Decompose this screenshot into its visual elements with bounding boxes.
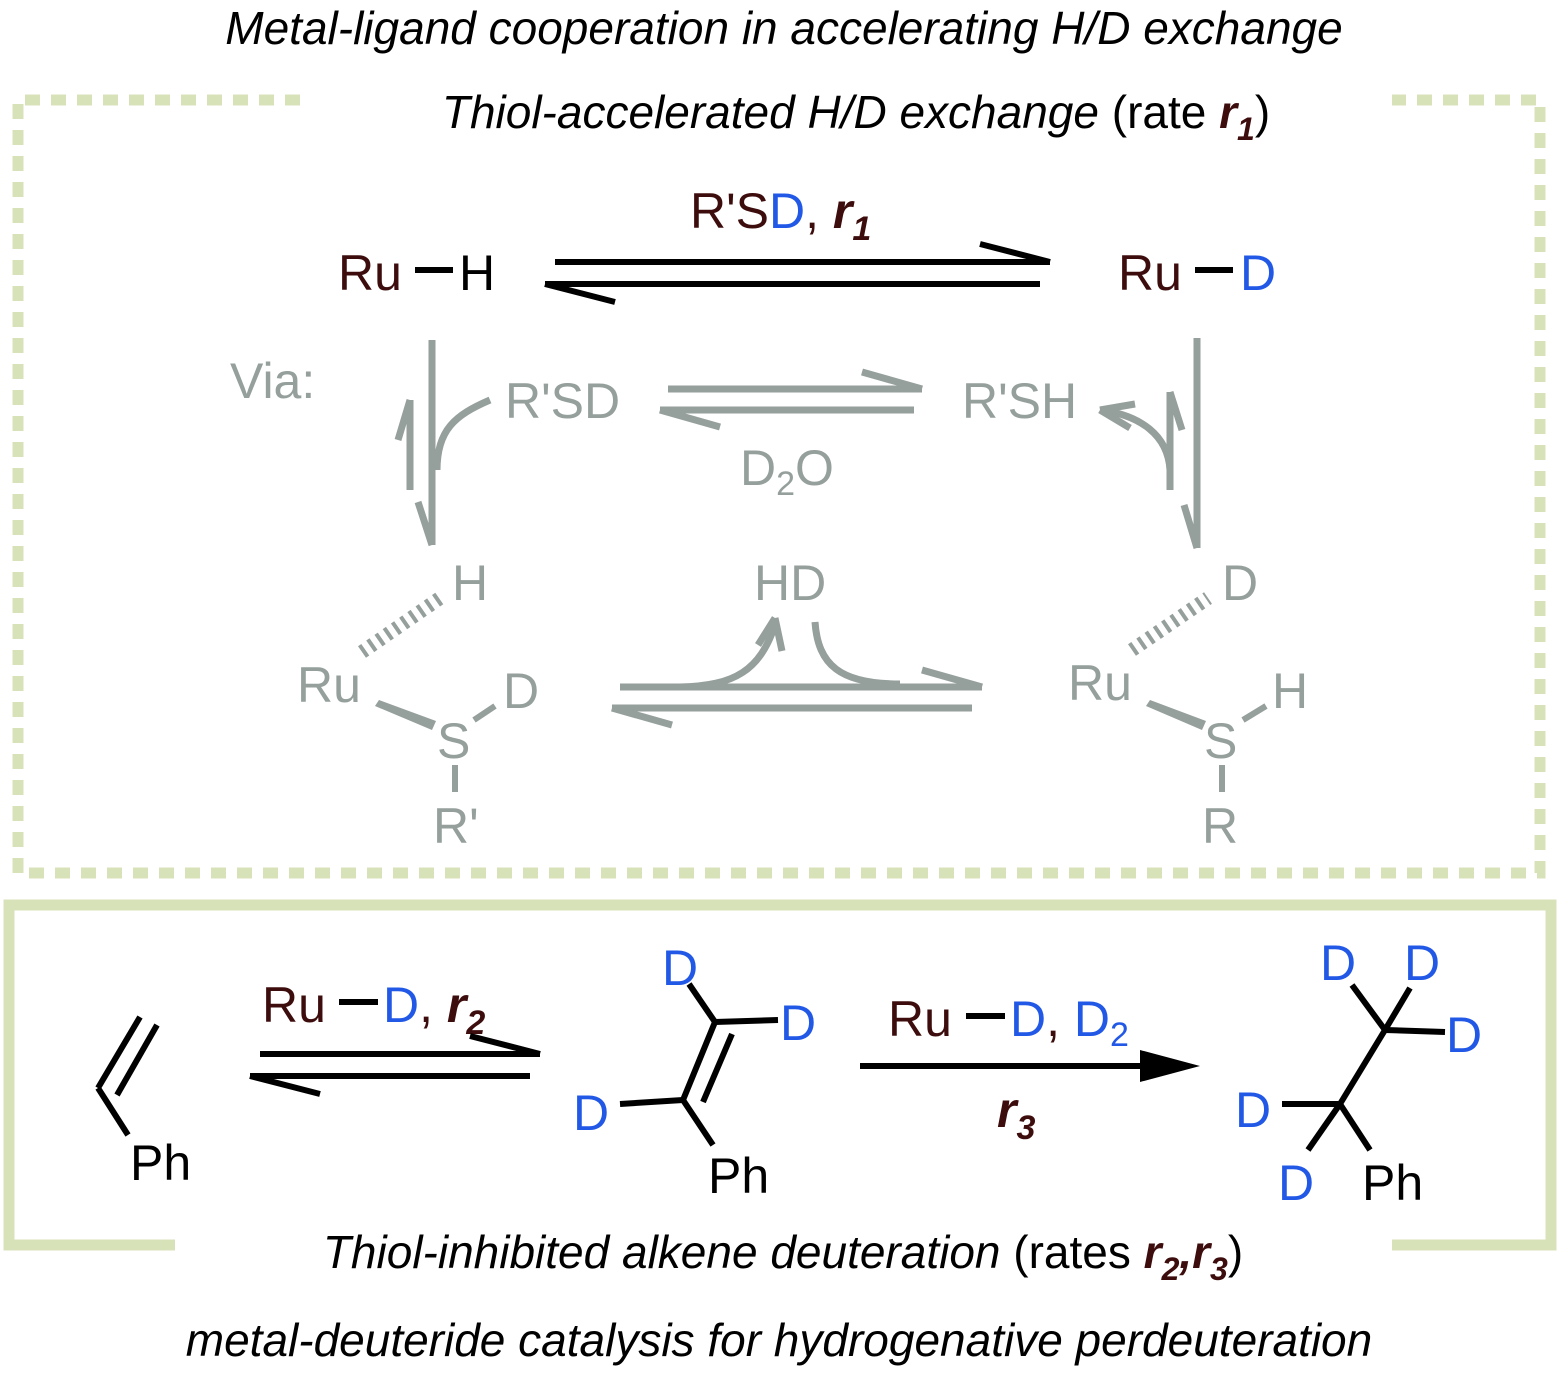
h-label: H xyxy=(1272,663,1308,719)
deuteration-equilibrium-arrow xyxy=(249,1033,541,1097)
trideuterostyrene-structure xyxy=(619,982,779,1147)
d-label: D xyxy=(503,663,539,719)
r-prime-label: R' xyxy=(433,798,479,854)
bottom-panel-border xyxy=(3,899,1557,1251)
bottom-panel-heading: Thiol-inhibited alkene deuteration (rate… xyxy=(323,1226,1243,1287)
bottom-reagent-1-tail: D, r2 xyxy=(383,977,485,1042)
hashed-ru-d-bond xyxy=(1128,592,1212,656)
ru-label: Ru xyxy=(1118,245,1182,301)
bottom-reagent-2-tail: D, D2 xyxy=(1010,991,1129,1054)
left-vertical-arrows xyxy=(394,340,492,547)
hydrogenation-arrow-head xyxy=(1140,1050,1200,1082)
ph-label: Ph xyxy=(708,1148,769,1204)
left-ru-thiol-complex: H Ru S D R' xyxy=(297,555,539,854)
d-label: D xyxy=(1235,1082,1271,1138)
d-label: D xyxy=(573,1085,609,1141)
thiol-h-label: R'SH xyxy=(962,373,1077,429)
h-label: H xyxy=(452,555,488,611)
top-panel-border xyxy=(12,94,1546,879)
ph-label: Ph xyxy=(1362,1155,1423,1211)
h-label: H xyxy=(459,245,495,301)
s-label: S xyxy=(1204,713,1237,769)
right-ru-thiol-complex: D Ru S H R xyxy=(1068,555,1308,854)
bottom-reagent-1: Ru xyxy=(262,977,326,1033)
thiol-exchange-arrow xyxy=(659,368,923,431)
s-h-bond xyxy=(1241,703,1268,723)
ru-label: Ru xyxy=(338,245,402,301)
hashed-ru-h-bond xyxy=(358,592,444,658)
ru-hydride: Ru H xyxy=(338,245,495,301)
top-equilibrium-arrow xyxy=(544,241,1051,305)
ru-label: Ru xyxy=(1068,655,1132,711)
hd-label: HD xyxy=(754,555,826,611)
title-bottom: metal-deuteride catalysis for hydrogenat… xyxy=(186,1314,1372,1366)
d-label: D xyxy=(1240,245,1276,301)
right-vertical-arrows xyxy=(1098,338,1201,550)
thiol-d-label: R'SD xyxy=(505,373,620,429)
d-label: D xyxy=(1320,935,1356,991)
d-label: D xyxy=(1278,1155,1314,1211)
rate-r3-label: r3 xyxy=(997,1082,1035,1147)
via-label: Via: xyxy=(230,353,315,409)
perdeuteroethylbenzene-structure xyxy=(1282,983,1446,1152)
bottom-reagent-2: Ru xyxy=(888,991,952,1047)
ph-label: Ph xyxy=(130,1135,191,1191)
hd-exchange-arrow xyxy=(611,616,983,729)
ru-label: Ru xyxy=(297,657,361,713)
r-label: R xyxy=(1202,798,1238,854)
d-label: D xyxy=(1446,1007,1482,1063)
wedge-ru-s-bond xyxy=(1146,700,1206,730)
d-label: D xyxy=(780,995,816,1051)
top-reagent-label: R'SD, r1 xyxy=(690,183,871,248)
s-label: S xyxy=(437,713,470,769)
top-panel-heading: Thiol-accelerated H/D exchange (rate r1) xyxy=(442,86,1270,147)
d-label: D xyxy=(662,940,698,996)
wedge-ru-s-bond xyxy=(375,700,436,730)
ru-deuteride: Ru D xyxy=(1118,245,1276,301)
title-top: Metal-ligand cooperation in accelerating… xyxy=(225,2,1342,54)
d-label: D xyxy=(1222,555,1258,611)
d2o-label: D2O xyxy=(740,440,834,503)
d-label: D xyxy=(1404,935,1440,991)
styrene-structure xyxy=(95,1015,160,1137)
s-d-bond xyxy=(472,703,497,723)
